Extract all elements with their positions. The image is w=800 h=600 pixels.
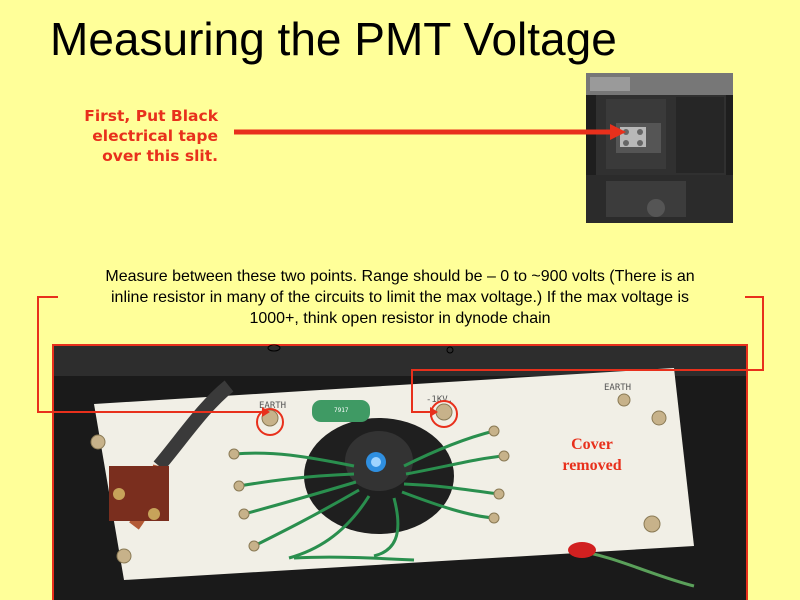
cover-label-line: removed [562, 457, 622, 474]
cover-removed-label: Cover removed [556, 434, 628, 476]
pmt-base-photo: EARTH -1KV. EARTH 7917 [54, 346, 746, 600]
circle-marker-icon [430, 400, 458, 428]
callout-line: electrical tape [92, 127, 218, 145]
arrow-right-icon [234, 124, 626, 140]
svg-text:7917: 7917 [334, 407, 349, 414]
slit-housing-photo [586, 73, 733, 223]
pmt-base-illustration: EARTH -1KV. EARTH 7917 [54, 346, 746, 600]
callout-line: over this slit. [102, 147, 218, 165]
callout-line: First, Put Black [84, 107, 218, 125]
circle-marker-icon [256, 408, 284, 436]
measurement-instructions: Measure between these two points. Range … [50, 266, 750, 329]
slit-housing-illustration [586, 73, 733, 223]
plate-label-earth-left: EARTH [259, 401, 286, 411]
slide-title: Measuring the PMT Voltage [50, 13, 617, 65]
tape-instruction-callout: First, Put Black electrical tape over th… [40, 106, 218, 166]
instruction-line: inline resistor in many of the circuits … [110, 289, 689, 306]
plate-label-kv: -1KV. [426, 395, 453, 405]
right-measure-connector [411, 296, 764, 417]
instruction-line: 1000+, think open resistor in dynode cha… [249, 310, 551, 327]
plate-label-earth-right: EARTH [604, 383, 631, 393]
cover-label-line: Cover [571, 436, 613, 453]
instruction-line: Measure between these two points. Range … [105, 268, 695, 285]
left-measure-connector [37, 296, 270, 417]
